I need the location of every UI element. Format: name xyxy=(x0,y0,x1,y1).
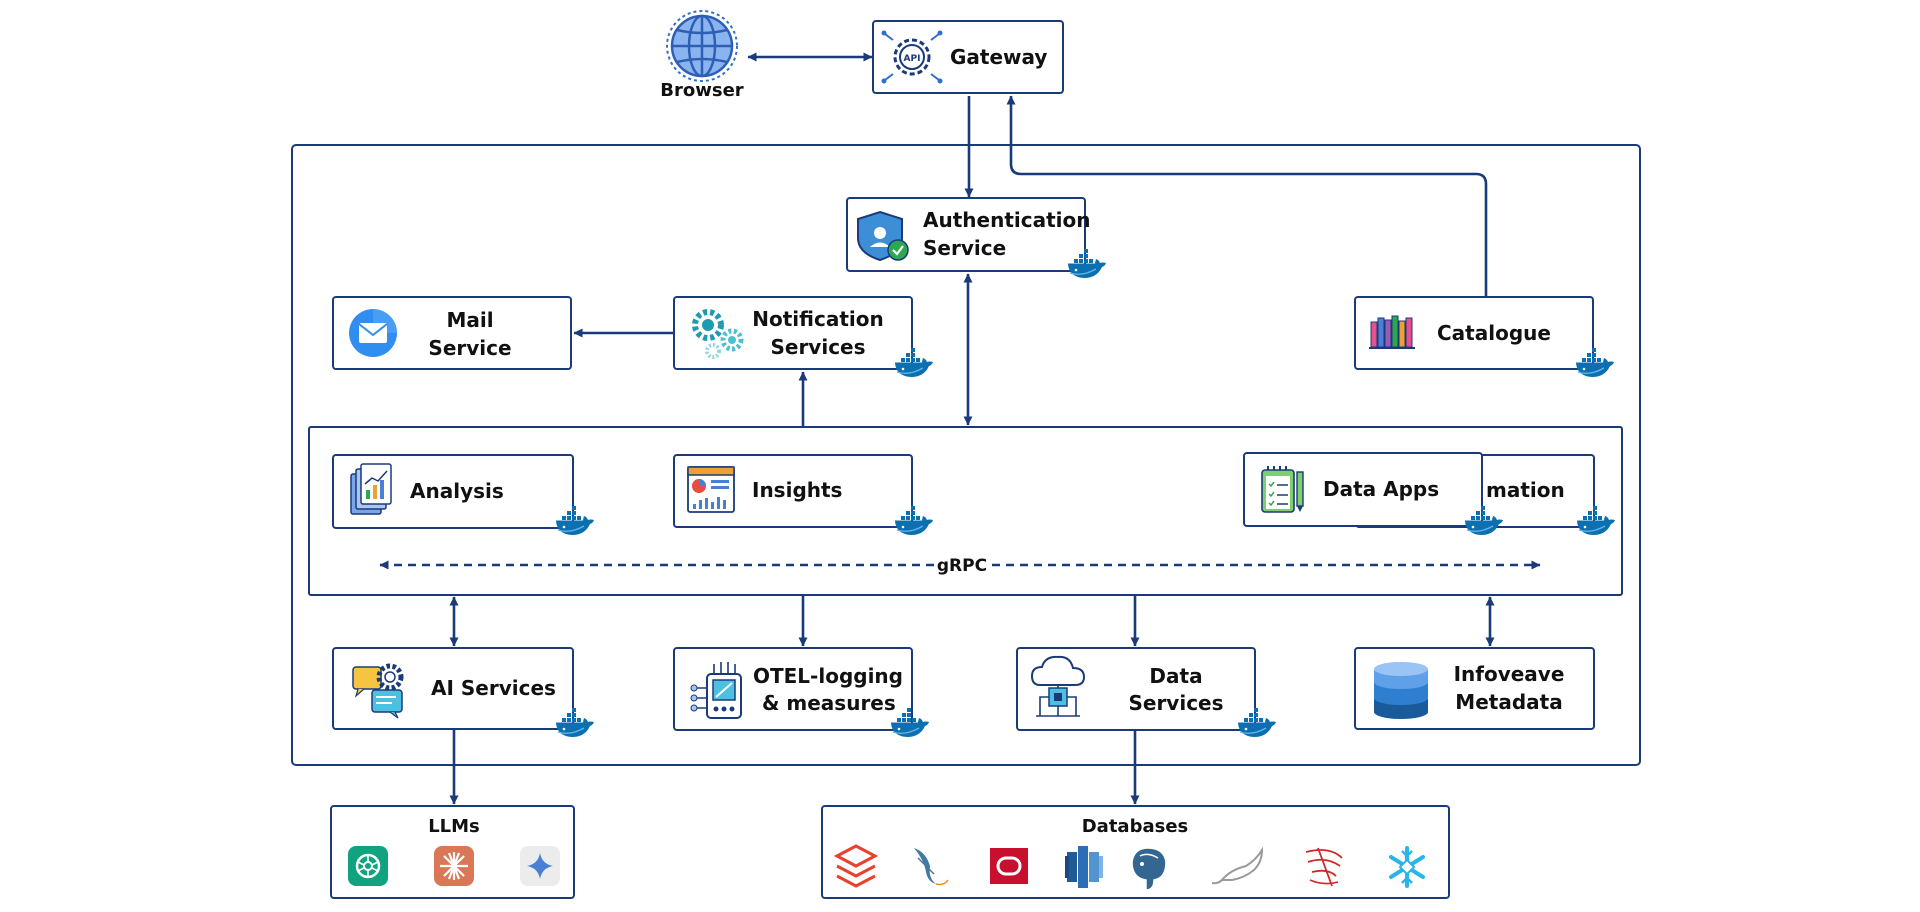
application-layer-boundary xyxy=(308,426,1623,596)
otel-logging-node[interactable]: OTEL-logging & measures xyxy=(673,647,930,738)
database-stack-icon xyxy=(1374,662,1428,719)
data-apps-label: Data Apps xyxy=(1323,477,1439,501)
analysis-app-node[interactable]: Analysis xyxy=(332,454,595,536)
llms-label: LLMs xyxy=(428,816,480,837)
snowflake-icon xyxy=(1389,846,1425,888)
authentication-service-node[interactable]: Authentication Service xyxy=(846,197,1107,279)
mariadb-icon xyxy=(1211,846,1264,885)
mail-service-node[interactable]: Mail Service xyxy=(332,296,572,370)
ai-chat-gear-icon xyxy=(352,663,404,719)
notification-label-line2: Services xyxy=(770,335,865,359)
databricks-icon xyxy=(833,844,879,888)
shield-check-icon xyxy=(857,210,909,262)
claude-icon xyxy=(434,846,474,886)
llms-node[interactable]: LLMs xyxy=(330,805,575,899)
catalogue-node[interactable]: Catalogue xyxy=(1354,296,1615,378)
report-chart-icon xyxy=(350,463,392,515)
device-meter-icon xyxy=(690,662,742,719)
gateway-label: Gateway xyxy=(950,45,1047,69)
catalogue-gateway-connector xyxy=(1006,95,1488,296)
browser-label: Browser xyxy=(660,80,744,101)
otel-label-line2: & measures xyxy=(762,691,896,715)
catalogue-label: Catalogue xyxy=(1437,321,1551,345)
postgresql-icon xyxy=(1131,847,1167,891)
envelope-icon xyxy=(349,309,397,357)
automation-label-partial: mation xyxy=(1486,478,1565,502)
databases-label: Databases xyxy=(1082,816,1189,837)
dashboard-icon xyxy=(687,466,735,513)
databases-node[interactable]: Databases xyxy=(821,805,1450,899)
mail-label-line2: Service xyxy=(428,336,511,360)
api-chip-icon: API xyxy=(881,30,943,84)
ai-services-node[interactable]: AI Services xyxy=(332,647,595,738)
svg-text:API: API xyxy=(904,54,921,64)
globe-icon xyxy=(666,10,738,82)
infoveave-label-line1: Infoveave xyxy=(1454,662,1565,686)
analysis-label: Analysis xyxy=(410,479,504,503)
redshift-icon xyxy=(1065,846,1103,888)
core-platform-boundary xyxy=(291,144,1641,766)
infoveave-label-line2: Metadata xyxy=(1455,690,1562,714)
infoveave-metadata-node[interactable]: Infoveave Metadata xyxy=(1354,647,1595,730)
data-services-label-line2: Services xyxy=(1128,691,1223,715)
gemini-icon xyxy=(520,846,560,886)
gears-icon xyxy=(692,309,744,359)
data-services-node[interactable]: Data Services xyxy=(1016,647,1277,738)
cloud-chip-icon xyxy=(1030,655,1086,717)
notification-label-line1: Notification xyxy=(752,307,883,331)
notification-services-node[interactable]: Notification Services xyxy=(673,296,934,378)
auth-label-line1: Authentication xyxy=(923,208,1090,232)
ai-services-label: AI Services xyxy=(431,676,556,700)
gateway-node[interactable]: API Gateway xyxy=(872,20,1064,94)
browser-node[interactable]: Browser xyxy=(660,10,744,101)
oracle-icon xyxy=(990,848,1028,884)
insights-label: Insights xyxy=(752,478,842,502)
data-services-label-line1: Data xyxy=(1149,664,1202,688)
data-apps-node[interactable]: Data Apps xyxy=(1243,452,1504,536)
openai-icon xyxy=(348,846,388,886)
insights-app-node[interactable]: Insights xyxy=(673,454,934,536)
notepad-icon xyxy=(1261,466,1304,513)
mail-label-line1: Mail xyxy=(446,308,493,332)
grpc-label: gRPC xyxy=(937,556,987,576)
books-icon xyxy=(1369,315,1415,349)
mysql-icon xyxy=(914,848,949,886)
otel-label-line1: OTEL-logging xyxy=(753,664,903,688)
sqlserver-icon xyxy=(1305,847,1343,887)
auth-label-line2: Service xyxy=(923,236,1006,260)
